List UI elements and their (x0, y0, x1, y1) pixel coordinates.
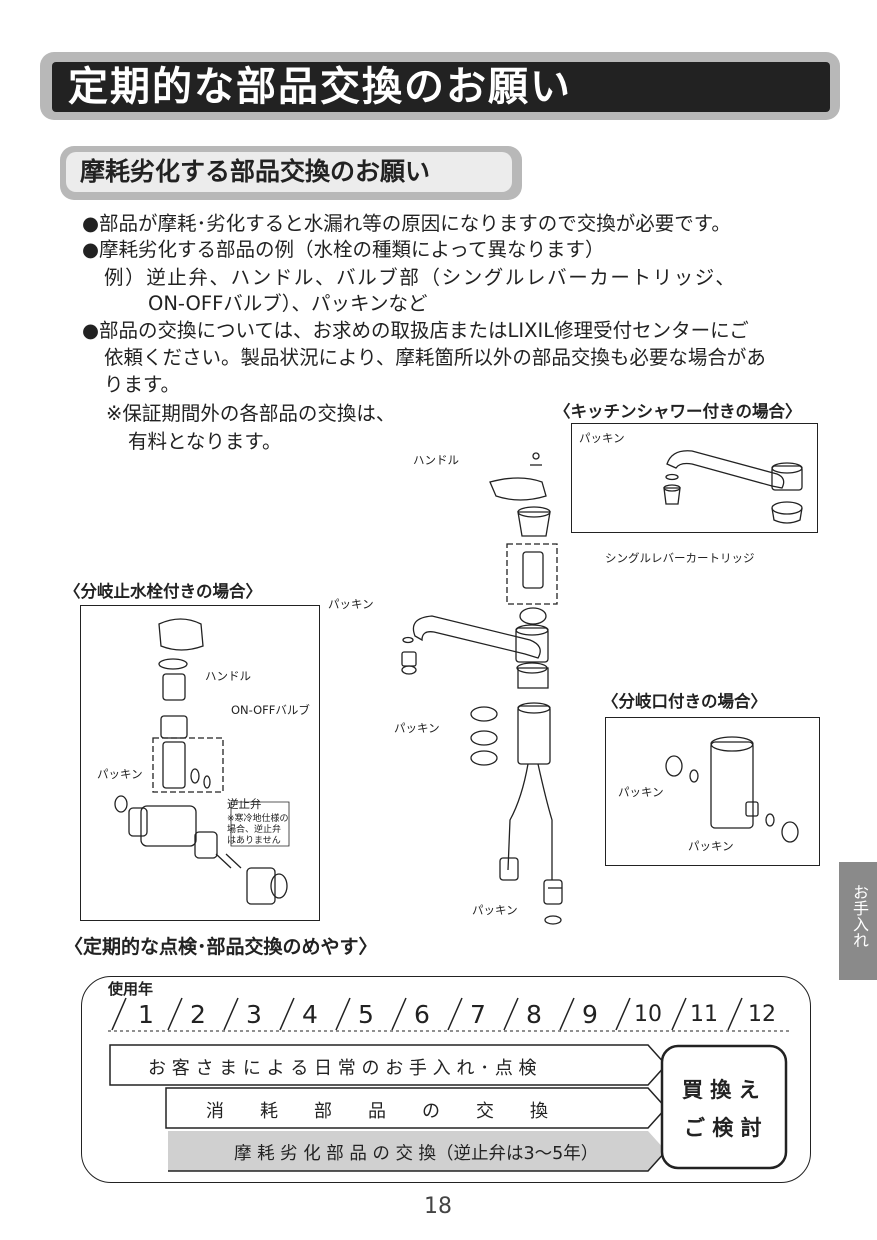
schedule-arrow-3 (168, 1131, 666, 1171)
kitchen-shower-caption: 〈キッチンシャワー付きの場合〉 (554, 402, 802, 421)
bullet-line: ●摩耗劣化する部品の例（水栓の種類によって異なります） (82, 238, 605, 261)
year-label: 6 (414, 1000, 430, 1029)
schedule-arrow-1 (109, 1044, 668, 1086)
year-divider (391, 997, 407, 1031)
schedule-arrow-2 (165, 1087, 668, 1129)
cold-region-note-line: ※寒冷地仕様の (227, 814, 289, 824)
year-divider (671, 997, 687, 1031)
cold-region-note: ※寒冷地仕様の 場合、逆止弁 はありません (227, 814, 289, 847)
year-divider (615, 997, 631, 1031)
kitchen-shower-box: パッキン (571, 423, 818, 533)
label-packing: パッキン (394, 721, 440, 735)
label-cartridge: シングルレバーカートリッジ (605, 551, 755, 565)
care-side-tab-label: お手入れ (850, 884, 869, 948)
faucet-exploded-diagram (401, 452, 563, 925)
year-label: 9 (582, 1000, 598, 1029)
year-divider (559, 997, 575, 1031)
label-packing: パッキン (618, 785, 664, 799)
year-divider (223, 997, 239, 1031)
replace-box (660, 1044, 788, 1170)
schedule-box (81, 976, 811, 1183)
year-label: 3 (246, 1000, 262, 1029)
schedule-caption: 〈定期的な点検･部品交換のめやす〉 (64, 936, 378, 958)
label-packing: パッキン (472, 903, 518, 917)
bunki-port-illustration (665, 736, 799, 843)
bunki-stop-box: ハンドル ON-OFFバルブ パッキン 逆止弁 ※寒冷地仕様の 場合、逆止弁 は… (80, 605, 320, 921)
section-subtitle: 摩耗劣化する部品交換のお願い (80, 157, 431, 186)
year-label: 11 (690, 1002, 718, 1027)
page-number: 18 (424, 1194, 452, 1219)
year-label: 10 (634, 1002, 662, 1027)
bullet-line: ●部品が摩耗･劣化すると水漏れ等の原因になりますので交換が必要です。 (82, 212, 731, 235)
label-packing: パッキン (579, 431, 625, 445)
bullet-line: ON-OFFバルブ）、パッキンなど (148, 292, 428, 315)
note-line: 有料となります。 (128, 430, 282, 453)
bunki-stop-illustration (114, 618, 290, 905)
replace-line: ご 検 討 (684, 1116, 762, 1140)
year-label: 7 (470, 1000, 486, 1029)
year-divider (279, 997, 295, 1031)
year-divider (727, 997, 743, 1031)
years-label: 使用年 (108, 980, 154, 998)
title-banner-inner (52, 62, 830, 112)
bunki-stop-caption: 〈分岐止水栓付きの場合〉 (64, 582, 262, 601)
bullet-line: ●部品の交換については、お求めの取扱店またはLIXIL修理受付センターにご (82, 319, 749, 342)
year-divider (335, 997, 351, 1031)
cold-region-note-line: 場合、逆止弁 (227, 825, 282, 835)
page-title: 定期的な部品交換のお願い (68, 64, 572, 110)
kitchen-shower-illustration (663, 450, 803, 524)
bunki-port-box: パッキン パッキン (605, 717, 820, 866)
care-side-tab[interactable] (839, 862, 877, 980)
year-label: 4 (302, 1000, 318, 1029)
label-onoff-valve: ON-OFFバルブ (231, 703, 310, 717)
year-divider (447, 997, 463, 1031)
bunki-port-caption: 〈分岐口付きの場合〉 (602, 692, 767, 711)
cold-region-note-line: はありません (227, 836, 281, 846)
schedule-row-worn-parts: 摩 耗 劣 化 部 品 の 交 換（逆止弁は3～5年） (234, 1144, 599, 1164)
subtitle-banner-inner (66, 152, 512, 192)
year-label: 12 (748, 1002, 776, 1027)
schedule-row-daily-care: お 客 さ ま に よ る 日 常 の お 手 入 れ ･ 点 検 (148, 1058, 537, 1079)
year-divider (167, 997, 183, 1031)
year-label: 1 (138, 1000, 154, 1029)
bullet-line: 例）逆止弁、ハンドル、バルブ部（シングルレバーカートリッジ、 (104, 266, 737, 289)
year-label: 5 (358, 1000, 374, 1029)
note-line: ※保証期間外の各部品の交換は、 (106, 402, 396, 425)
label-packing: パッキン (328, 597, 374, 611)
bullet-line: 依頼ください。製品状況により、摩耗箇所以外の部品交換も必要な場合があ (104, 346, 766, 369)
bullet-line: ります。 (104, 373, 181, 396)
year-label: 8 (526, 1000, 542, 1029)
label-packing: パッキン (688, 839, 734, 853)
year-label: 2 (190, 1000, 206, 1029)
year-divider (111, 997, 127, 1031)
label-packing: パッキン (97, 767, 143, 781)
label-handle: ハンドル (205, 669, 251, 683)
label-check-valve: 逆止弁 (227, 797, 262, 811)
schedule-row-consumables: 消 耗 部 品 の 交 換 (206, 1101, 548, 1122)
year-divider (503, 997, 519, 1031)
label-handle: ハンドル (413, 453, 459, 467)
replace-line: 買 換 え (682, 1078, 760, 1102)
